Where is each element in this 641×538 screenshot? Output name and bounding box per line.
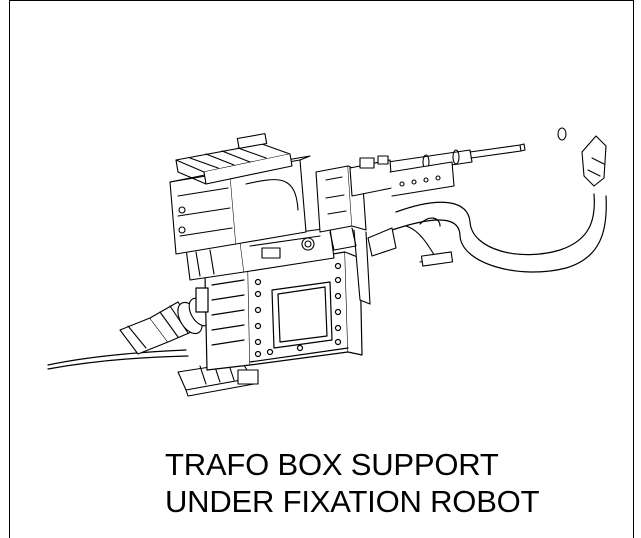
lower-arm	[368, 226, 453, 266]
cable-connector	[120, 295, 215, 354]
caption-line-1: TRAFO BOX SUPPORT	[165, 447, 499, 482]
frame-left-border	[9, 0, 10, 538]
electrode-tip	[558, 128, 606, 186]
frame-right-border	[633, 0, 634, 538]
power-cable	[48, 350, 188, 369]
drawing-caption: TRAFO BOX SUPPORT UNDER FIXATION ROBOT	[165, 446, 540, 520]
slide-unit	[350, 156, 454, 196]
upper-cylinder-block	[170, 156, 310, 254]
caption-line-2: UNDER FIXATION ROBOT	[165, 484, 540, 519]
electrode-arm	[392, 194, 606, 272]
frame-top-border	[9, 0, 634, 1]
transformer-box	[196, 252, 362, 370]
top-cap	[176, 134, 292, 184]
